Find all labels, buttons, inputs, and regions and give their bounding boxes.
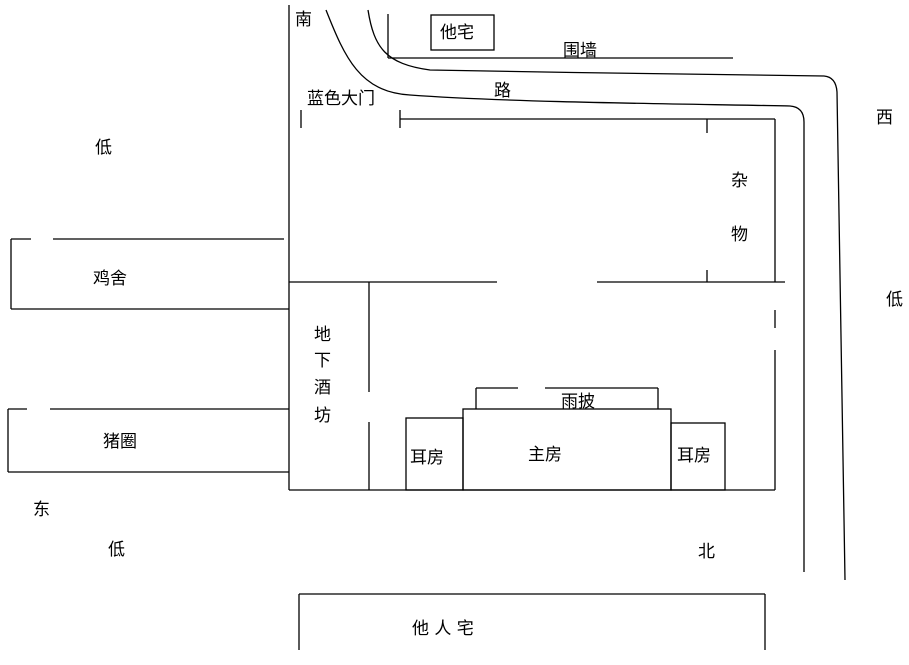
- enclosure-wall-label: 围墙: [563, 41, 597, 61]
- main-house-box: [462, 408, 672, 491]
- cellar-label: 酒: [314, 378, 331, 398]
- compass-east-label: 东: [33, 500, 50, 520]
- compass-west-label: 西: [876, 108, 893, 128]
- side-room-left-label: 耳房: [410, 448, 444, 468]
- compass-north-label: 北: [698, 542, 715, 562]
- road-label: 路: [494, 81, 511, 101]
- other-house-label: 他宅: [440, 23, 474, 43]
- sundries-label: 杂: [731, 171, 748, 191]
- cellar-label: 下: [314, 351, 331, 371]
- canopy-label: 雨披: [561, 392, 595, 412]
- side-room-right-label: 耳房: [677, 446, 711, 466]
- low-elevation-label: 低: [108, 540, 125, 560]
- sundries-label: 物: [731, 225, 748, 245]
- low-elevation-label: 低: [886, 290, 903, 310]
- others-house-label: 他 人 宅: [412, 619, 474, 639]
- cellar-label: 坊: [314, 406, 331, 426]
- pigsty-label: 猪圈: [103, 432, 137, 452]
- blue-gate-label: 蓝色大门: [307, 89, 375, 109]
- compass-south-label: 南: [295, 10, 312, 30]
- side-room-right-box: [670, 422, 726, 491]
- road-inner-edge: [325, 9, 805, 572]
- chicken-coop-label: 鸡舍: [93, 269, 127, 289]
- other-house-box: [430, 14, 495, 51]
- cellar-label: 地: [314, 325, 331, 345]
- main-house-label: 主房: [528, 445, 562, 465]
- road-outer-edge: [367, 9, 846, 581]
- low-elevation-label: 低: [95, 138, 112, 158]
